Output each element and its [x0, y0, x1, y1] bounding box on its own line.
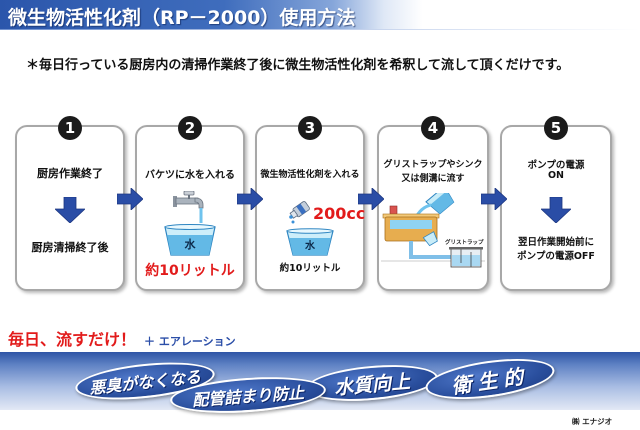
tagline-main: 毎日、流すだけ！ [8, 330, 137, 349]
grease-trap-lid [449, 247, 483, 250]
bottle-label-band [296, 203, 307, 215]
bottle-icon [289, 201, 310, 224]
tagline-extra: ＋ エアレーション [144, 335, 236, 348]
step-4-label-line-2: 又は側溝に流す [401, 174, 465, 184]
bottle-shape [289, 201, 310, 219]
step-2-number-badge: 2 [178, 116, 202, 140]
step-1-number-badge: 1 [58, 116, 82, 140]
small-bucket-body [422, 231, 438, 247]
step-2-label: バケツに水を入れる [145, 170, 235, 181]
grease-trap-label: グリストラップ [445, 238, 484, 246]
water-stream [199, 208, 203, 223]
faucet-stem [188, 194, 190, 199]
step-2-amount: 約10リットル [145, 263, 235, 279]
step-4-label-line-1: グリストラップやシンク [383, 160, 483, 170]
step-2-card: 2 バケツに水を入れる 水 約10リットル [135, 116, 245, 291]
arrow-right-shape [117, 188, 143, 210]
tagline: 毎日、流すだけ！ ＋ エアレーション [8, 326, 236, 350]
grease-trap-water [452, 255, 480, 266]
bucket-rim [286, 228, 334, 234]
arrow-right-shape [481, 188, 507, 210]
arrow-down-icon [541, 197, 571, 223]
arrow-down-shape [55, 197, 85, 223]
intro-text: ＊毎日行っている厨房内の清掃作業終了後に微生物活性化剤を希釈して流して頂くだけで… [26, 58, 570, 73]
bucket-label: 水 [185, 237, 197, 251]
sink-water [390, 220, 432, 229]
arrow-down-icon [55, 197, 85, 223]
step-5-note-line-1: 翌日作業開始前に [517, 237, 594, 248]
arrow-right-shape [358, 188, 384, 210]
step-3-dose: 200cc [313, 204, 366, 223]
grease-trap-icon [449, 247, 483, 268]
faucet-handle [183, 191, 195, 196]
step-5-note-line-2: ポンプの電源OFF [517, 251, 595, 262]
drain-pipe [409, 241, 453, 259]
faucet-wall-mount [173, 196, 177, 207]
step-5-number-badge: 5 [544, 116, 568, 140]
pouring-bucket-water [430, 193, 454, 214]
bucket-icon: 水 [164, 224, 216, 256]
company-name: ㈱ エナジオ [572, 417, 613, 426]
step-1-start-label: 厨房作業終了 [37, 167, 103, 180]
arrow-right-icon [481, 188, 507, 210]
arrow-right-shape [237, 188, 263, 210]
step-5-card: 5 ポンプの電源 ON 翌日作業開始前に ポンプの電源OFF [500, 116, 612, 291]
arrow-right-icon [358, 188, 384, 210]
page-title: 微生物活性化剤（RP－2000）使用方法 [8, 7, 356, 29]
arrow-right-icon [237, 188, 263, 210]
faucet-icon [173, 191, 204, 223]
arrow-right-icon [117, 188, 143, 210]
bucket-water [167, 235, 213, 255]
step-1-card: 1 厨房作業終了 厨房清掃終了後 [15, 116, 125, 291]
bucket-label: 水 [304, 239, 316, 252]
faucet-spout [194, 197, 204, 209]
step-1-end-label: 厨房清掃終了後 [31, 241, 109, 254]
step-5-label-line-2: ON [547, 170, 565, 181]
step-4-card: 4 グリストラップやシンク 又は側溝に流す [377, 116, 489, 291]
bucket-water [289, 238, 331, 255]
arrow-down-shape [541, 197, 571, 223]
step-5-label-line-1: ポンプの電源 [527, 160, 585, 171]
step-4-number-badge: 4 [421, 116, 445, 140]
drop-1 [289, 215, 293, 219]
step-3-card: 3 微生物活性化剤を入れる 200cc 水 約10リットル [255, 116, 366, 291]
sink-icon: グリストラップ [381, 193, 485, 268]
small-bucket [422, 231, 438, 247]
pouring-bucket [425, 193, 455, 215]
bucket-rim [164, 224, 216, 230]
bucket-icon: 水 [286, 228, 334, 256]
step-3-amount: 約10リットル [279, 263, 341, 274]
title-divider [0, 29, 640, 30]
drop-2 [291, 220, 295, 224]
step-3-label: 微生物活性化剤を入れる [260, 170, 360, 180]
title-band [0, 0, 640, 29]
cup [389, 205, 398, 215]
step-3-number-badge: 3 [298, 116, 322, 140]
